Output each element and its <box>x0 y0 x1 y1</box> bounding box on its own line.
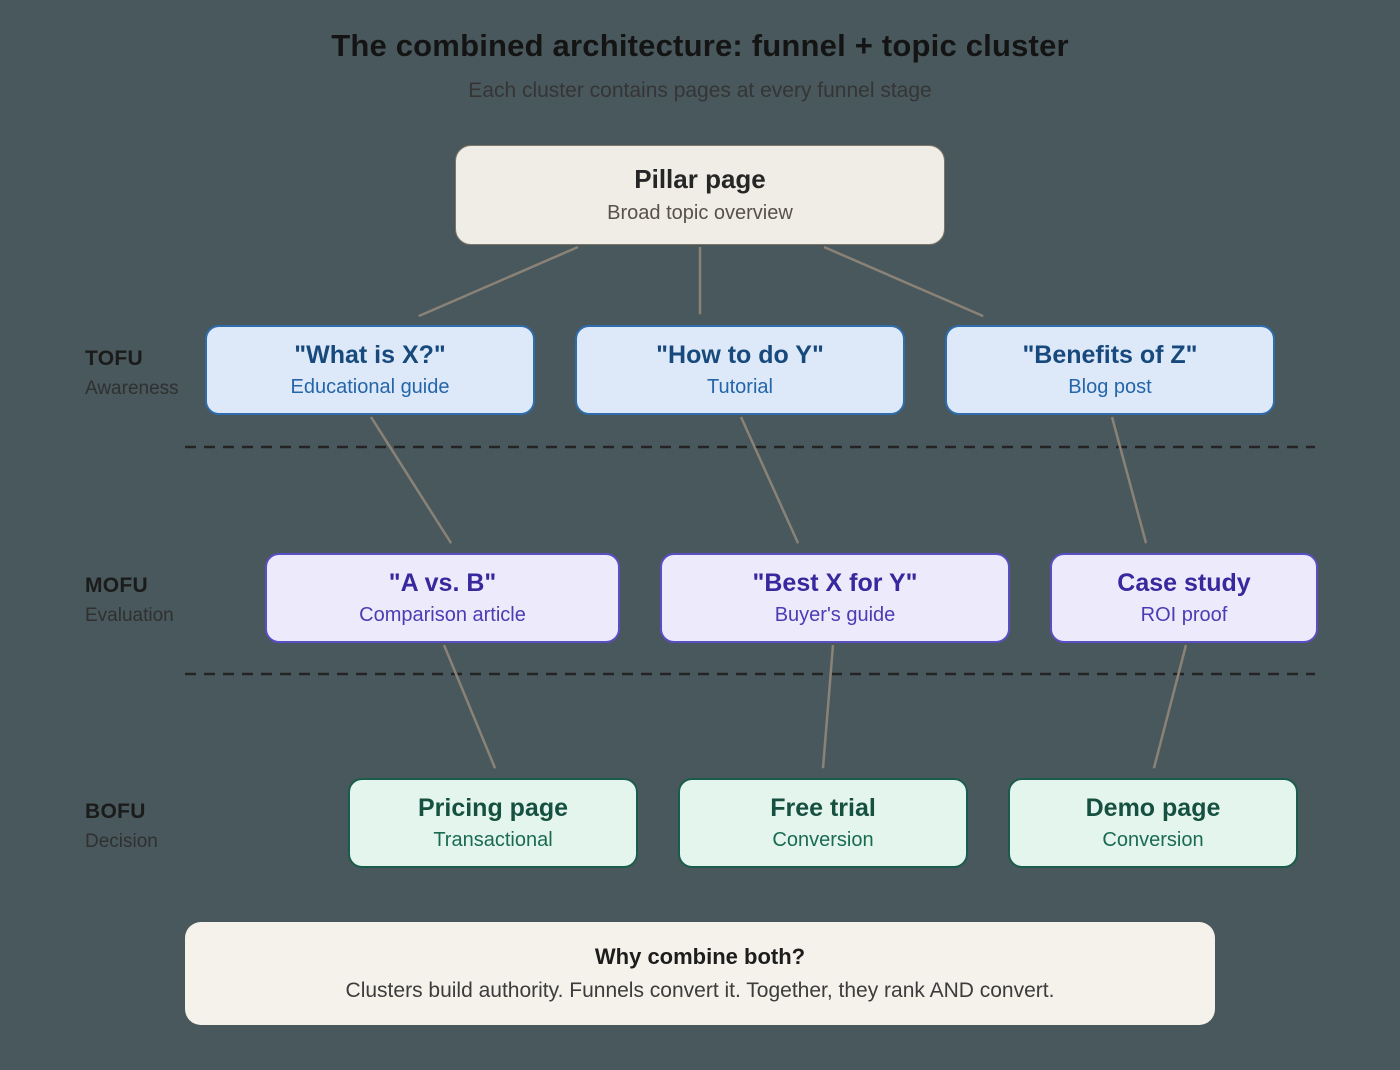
summary-body: Clusters build authority. Funnels conver… <box>345 978 1055 1002</box>
node-subtitle: Conversion <box>1102 829 1204 852</box>
stage-label-bofu: BOFU Decision <box>85 800 235 853</box>
node-subtitle: Transactional <box>433 829 553 852</box>
arrow-pillar-to-benefits-of-z <box>823 245 983 316</box>
arrow-benefits-of-z-to-case-study <box>1110 416 1146 543</box>
diagram-subtitle: Each cluster contains pages at every fun… <box>468 79 932 102</box>
node-subtitle: Conversion <box>772 829 874 852</box>
arrow-what-is-x-to-a-vs-b <box>369 416 453 543</box>
arrow-how-to-do-y-to-best-x <box>739 416 798 543</box>
node-subtitle: Tutorial <box>707 376 773 399</box>
node-title: "How to do Y" <box>656 340 824 369</box>
node-what-is-x: "What is X?" Educational guide <box>205 325 535 415</box>
node-case-study: Case study ROI proof <box>1050 553 1318 643</box>
node-pillar-page: Pillar page Broad topic overview <box>455 145 945 245</box>
node-a-vs-b: "A vs. B" Comparison article <box>265 553 620 643</box>
node-benefits-of-z: "Benefits of Z" Blog post <box>945 325 1275 415</box>
arrow-pillar-to-what-is-x <box>419 245 579 316</box>
node-pricing-page: Pricing page Transactional <box>348 778 638 868</box>
node-subtitle: Comparison article <box>359 604 526 627</box>
arrow-best-x-to-free-trial <box>823 644 835 768</box>
node-subtitle: ROI proof <box>1140 604 1228 627</box>
node-title: Pillar page <box>634 164 766 195</box>
node-how-to-do-y: "How to do Y" Tutorial <box>575 325 905 415</box>
stage-name: BOFU <box>85 800 146 823</box>
node-subtitle: Blog post <box>1068 376 1152 399</box>
node-title: "A vs. B" <box>388 568 497 597</box>
node-title: "Best X for Y" <box>752 568 918 597</box>
node-title: "Benefits of Z" <box>1022 340 1198 369</box>
summary-title: Why combine both? <box>594 944 806 970</box>
arrow-a-vs-b-to-pricing <box>442 644 495 768</box>
node-demo-page: Demo page Conversion <box>1008 778 1298 868</box>
stage-sub-name: Awareness <box>85 378 179 399</box>
node-title: Case study <box>1117 568 1251 597</box>
stage-label-tofu: TOFU Awareness <box>85 347 235 400</box>
node-best-x-for-y: "Best X for Y" Buyer's guide <box>660 553 1010 643</box>
stage-label-mofu: MOFU Evaluation <box>85 574 235 627</box>
stage-name: TOFU <box>85 347 143 370</box>
summary-box: Why combine both? Clusters build authori… <box>185 922 1215 1025</box>
node-subtitle: Educational guide <box>290 376 450 399</box>
node-subtitle: Broad topic overview <box>607 201 793 224</box>
arrow-case-study-to-demo <box>1154 644 1188 768</box>
stage-name: MOFU <box>85 574 149 597</box>
node-title: "What is X?" <box>294 340 446 369</box>
node-subtitle: Buyer's guide <box>774 604 896 627</box>
stage-sub-name: Evaluation <box>85 605 174 626</box>
node-title: Free trial <box>770 793 876 822</box>
node-title: Pricing page <box>417 793 569 822</box>
stage-sub-name: Decision <box>85 831 158 852</box>
diagram-title: The combined architecture: funnel + topi… <box>331 28 1069 63</box>
node-title: Demo page <box>1085 793 1221 822</box>
node-free-trial: Free trial Conversion <box>678 778 968 868</box>
